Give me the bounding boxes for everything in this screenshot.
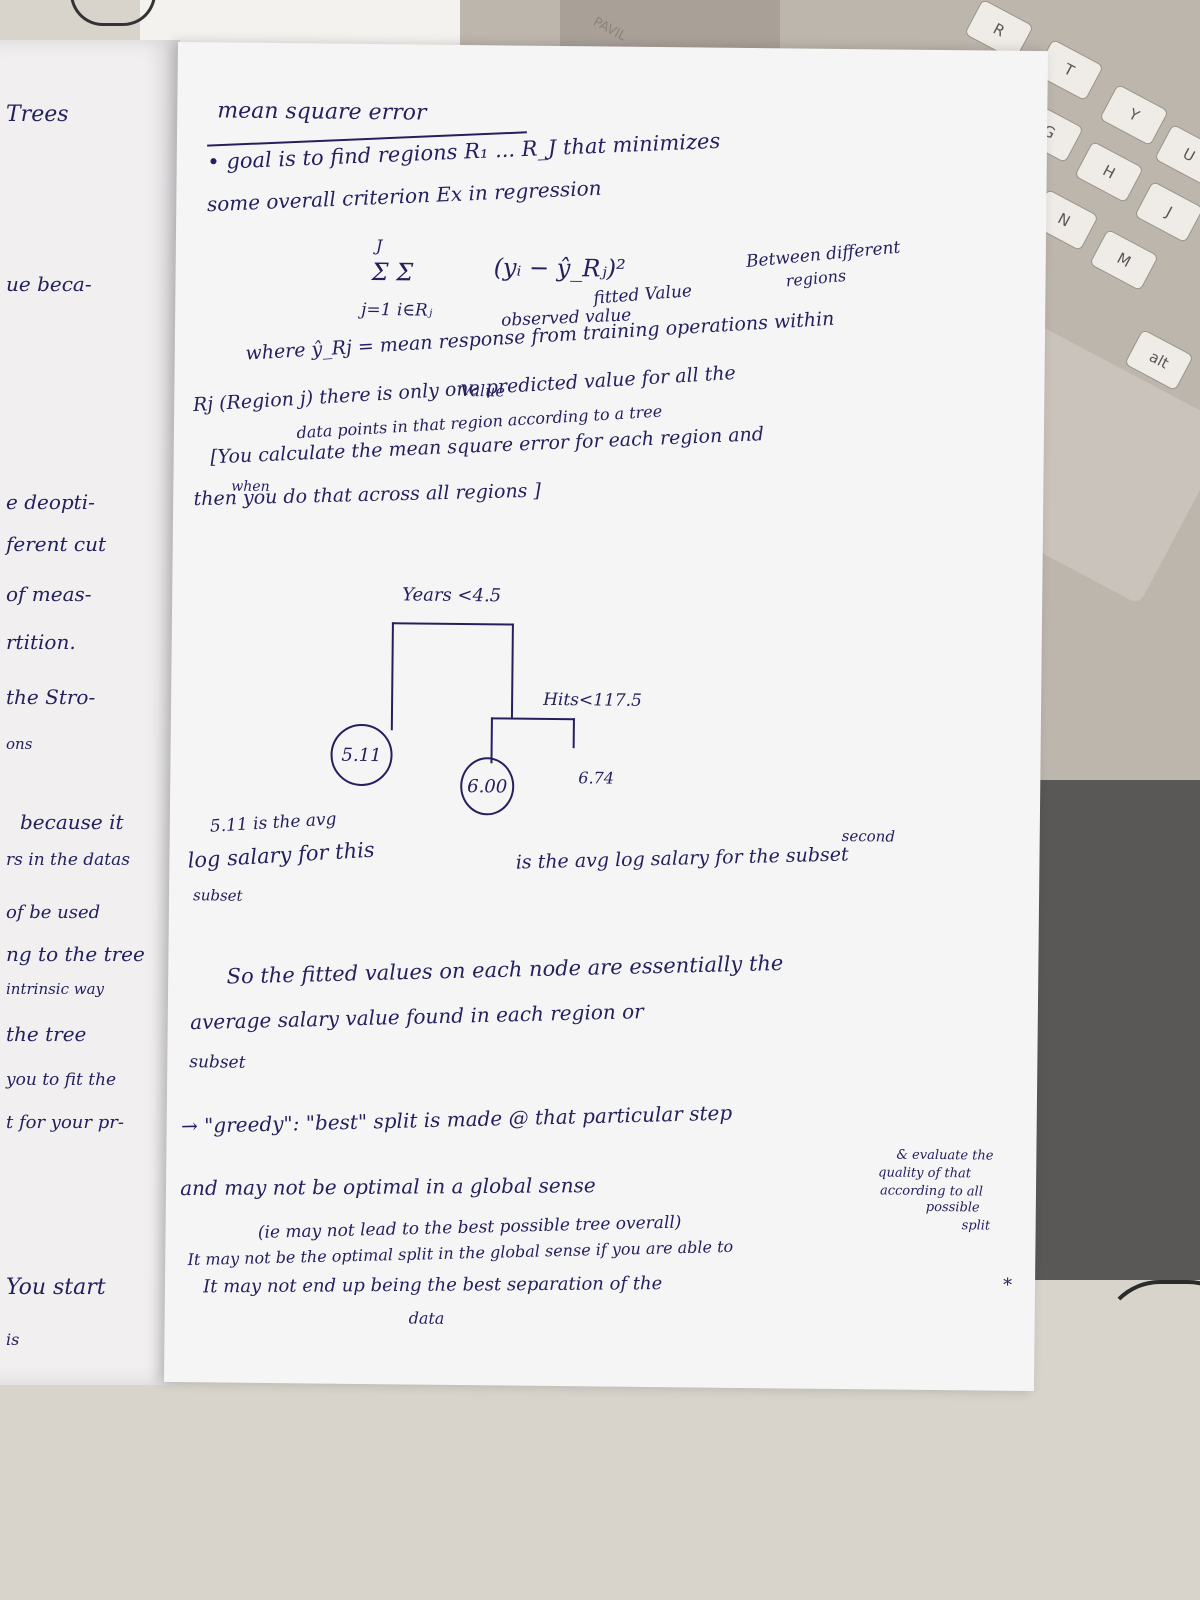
key-m: M [1089,228,1159,292]
left-line: ferent cut [6,532,107,556]
note-evaluate: split [961,1218,991,1234]
tree-branch [391,622,514,626]
tree-branch [572,718,575,749]
note-line: So the fitted values on each node are es… [226,950,784,989]
left-line: because it [20,810,124,834]
note-evaluate: quality of that [878,1165,972,1182]
note-regions: regions [784,265,847,291]
left-line: the Stro- [6,685,96,709]
formula-j: J [375,236,383,256]
note-avg1: subset [192,886,243,905]
note-avg1: log salary for this [186,837,376,873]
key-u: U [1154,123,1200,187]
cable [1100,1280,1200,1408]
note-avg2: is the avg log salary for the subset [515,843,849,874]
left-line: intrinsic way [6,980,105,998]
left-line: ue beca- [6,272,92,296]
left-line: Trees [6,102,69,127]
note-line: → "greedy": "best" split is made @ that … [180,1100,733,1139]
note-evaluate: possible [925,1199,980,1216]
formula-sum: Σ Σ [371,258,414,287]
page-title: mean square error [217,98,427,126]
note-line: (ie may not lead to the best possible tr… [257,1212,682,1243]
left-line: rtition. [6,630,76,654]
tree-root-label: Years <4.5 [402,584,502,607]
note-second: second [841,826,896,846]
formula-body: (yᵢ − ŷ_Rⱼ)² [493,253,626,283]
note-line: subset [189,1052,246,1073]
tree-leaf-value: 6.74 [578,768,615,788]
left-page: Trees ue beca- e deopti- ferent cut of m… [0,40,180,1385]
left-line: ons [6,735,33,753]
note-between: Between different [745,237,902,273]
left-line: You start [6,1275,106,1300]
left-line: you to fit the [6,1070,117,1090]
note-line: It may not end up being the best separat… [203,1273,663,1298]
key-h: H [1074,140,1144,204]
tree-branch [390,622,394,731]
tree-leaf: 6.00 [459,756,515,816]
note-line: average salary value found in each regio… [189,999,644,1035]
key-j: J [1134,180,1200,244]
left-line: of meas- [6,582,92,606]
tree-branch [490,717,575,721]
note-line: some overall criterion Ex in regression [206,175,602,217]
key-y: Y [1099,83,1169,147]
left-line: of be used [6,902,101,923]
note-fitted: fitted Value [592,281,693,309]
notebook-page: mean square error • goal is to find regi… [163,42,1048,1392]
note-data: data [408,1308,445,1328]
left-line: is [6,1330,20,1349]
left-line: ng to the tree [6,942,145,966]
formula-limits: j=1 i∈Rⱼ [361,299,433,321]
note-evaluate: according to all [879,1183,984,1200]
asterisk-mark: * [1002,1274,1013,1296]
note-avg1: 5.11 is the avg [209,809,337,837]
left-line: t for your pr- [6,1112,124,1133]
left-line: the tree [6,1022,87,1046]
note-line: and may not be optimal in a global sense [180,1173,596,1201]
tree-leaf: 5.11 [330,723,393,787]
left-line: rs in the datas [6,850,130,870]
tree-split-label: Hits<117.5 [543,689,642,711]
tree-branch [510,623,514,718]
left-line: e deopti- [6,490,95,514]
tree-branch [490,717,493,764]
note-evaluate: & evaluate the [896,1147,994,1164]
